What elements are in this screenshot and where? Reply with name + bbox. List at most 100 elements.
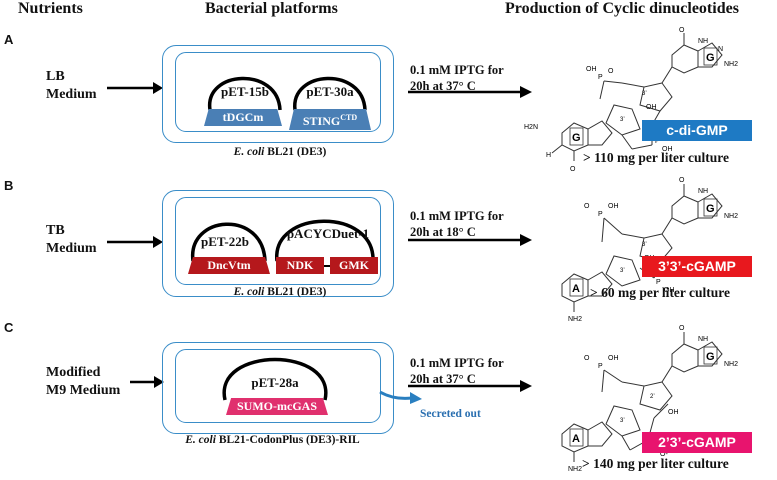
platform-box-inner-c [175, 349, 381, 423]
svg-text:H2N: H2N [524, 124, 538, 131]
gene-ndk: NDK [276, 257, 324, 274]
secreted-out-label: Secreted out [420, 408, 481, 420]
svg-text:2’: 2’ [650, 394, 655, 400]
medium-a-line2: Medium [46, 87, 97, 102]
medium-b-line2: Medium [46, 241, 97, 256]
plasmid-pacycduet-1: pACYCDuet-1 [286, 226, 370, 241]
gene-sumo-mcgas: SUMO-mcGAS [226, 398, 328, 415]
header-nutrients: Nutrients [18, 0, 83, 17]
condition-c: 0.1 mM IPTG for 20h at 37° C [410, 355, 504, 387]
svg-text:OH: OH [608, 355, 619, 362]
condition-b-line1: 0.1 mM IPTG for [410, 209, 504, 223]
svg-text:NH2: NH2 [724, 361, 738, 368]
plasmid-ring-c [222, 357, 328, 401]
svg-text:NH2: NH2 [568, 316, 582, 322]
svg-text:P: P [655, 138, 660, 145]
platform-box-inner-a [175, 52, 381, 132]
svg-text:NH2: NH2 [568, 466, 582, 472]
svg-text:O: O [679, 27, 685, 34]
molecule-c-di-gmp: G G O NH2 N NH P OH O OH P O OH 3’ 3’ H2… [524, 27, 738, 173]
molecule-23-cgamp: G A O NH2 NH P O OH OH P O O- 3’ 2’ NH2 [561, 325, 738, 472]
svg-text:NH: NH [698, 38, 708, 45]
condition-b: 0.1 mM IPTG for 20h at 18° C [410, 208, 504, 240]
base-label-top-c: G [706, 351, 715, 363]
svg-text:OH: OH [662, 146, 673, 153]
svg-text:OH: OH [608, 203, 619, 210]
svg-text:O: O [608, 68, 614, 75]
yield-b: > 60 mg per liter culture [590, 285, 731, 300]
svg-text:O: O [584, 355, 590, 362]
medium-c-line1: Modified [46, 365, 101, 380]
product-badge-a: c-di-GMP [642, 120, 752, 141]
panel-letter-c: C [4, 320, 14, 335]
svg-text:NH: NH [698, 188, 708, 195]
gene-linker-b [324, 265, 330, 267]
svg-text:O: O [679, 325, 685, 332]
gene-tdgcm: tDGCm [204, 109, 282, 126]
svg-text:3’: 3’ [642, 91, 647, 97]
svg-text:3’: 3’ [620, 117, 625, 123]
platform-box-outer-b [162, 190, 394, 297]
svg-text:P: P [598, 211, 603, 218]
arrow-to-product-b [408, 234, 532, 246]
svg-text:NH2: NH2 [724, 61, 738, 68]
svg-text:3’: 3’ [620, 268, 625, 274]
medium-b: TB Medium [46, 222, 97, 258]
strain-a: E. coli BL21 (DE3) [233, 146, 327, 158]
medium-c: Modified M9 Medium [46, 364, 120, 400]
medium-a-line1: LB [46, 69, 65, 84]
base-label-top-b: G [706, 203, 715, 215]
strain-c: E. coli BL21-CodonPlus (DE3)-RIL [185, 434, 360, 446]
svg-text:3’: 3’ [620, 418, 625, 424]
gene-sting-ctd: STINGCTD [289, 109, 371, 130]
base-label-top-a: G [706, 52, 715, 64]
arrow-medium-to-platform-b [107, 236, 163, 248]
strain-b: E. coli BL21 (DE3) [233, 286, 327, 298]
plasmid-pet-28a: pET-28a [251, 375, 299, 390]
svg-text:O: O [570, 166, 576, 173]
yield-a: > 110 mg per liter culture [583, 150, 730, 165]
condition-b-line2: 20h at 18° C [410, 225, 476, 239]
gene-gmk: GMK [330, 257, 378, 274]
arrow-to-product-c [408, 380, 532, 392]
plasmid-rings-a [208, 76, 367, 111]
svg-text:NH: NH [698, 336, 708, 343]
header-bacterial-platforms: Bacterial platforms [205, 0, 338, 17]
platform-box-outer-c [162, 342, 394, 434]
medium-a: LB Medium [46, 68, 97, 104]
arrow-medium-to-platform-a [107, 82, 163, 94]
platform-box-inner-b [175, 197, 381, 285]
svg-text:OH: OH [646, 104, 657, 111]
header-production: Production of Cyclic dinucleotides [505, 0, 739, 17]
svg-text:P: P [656, 279, 661, 286]
svg-text:3’: 3’ [642, 242, 647, 248]
platform-box-outer-a [162, 45, 394, 143]
svg-text:OH: OH [664, 287, 675, 294]
svg-text:H: H [546, 152, 551, 159]
condition-c-line1: 0.1 mM IPTG for [410, 356, 504, 370]
secreted-arrow [379, 390, 422, 404]
svg-text:NH2: NH2 [724, 213, 738, 220]
svg-text:O: O [584, 203, 590, 210]
product-badge-b: 3’3’-cGAMP [642, 256, 752, 277]
plasmid-pet-22b: pET-22b [201, 234, 249, 249]
svg-text:P: P [598, 74, 603, 81]
arrow-to-product-a [408, 86, 532, 98]
base-label-bottom-b: A [572, 283, 580, 295]
svg-text:O: O [679, 177, 685, 184]
svg-text:OH: OH [668, 409, 679, 416]
product-badge-c: 2’3’-cGAMP [642, 432, 752, 453]
medium-b-line1: TB [46, 223, 65, 238]
plasmid-pet-30a: pET-30a [306, 84, 354, 99]
base-label-bottom-c: A [572, 433, 580, 445]
base-label-bottom-a: G [572, 132, 581, 144]
plasmid-rings-b [191, 219, 375, 262]
gene-dncvtm: DncVtm [188, 257, 270, 274]
svg-text:P: P [598, 363, 603, 370]
plasmid-pet-15b: pET-15b [221, 84, 269, 99]
panel-letter-b: B [4, 178, 14, 193]
svg-text:O-: O- [660, 451, 668, 458]
yield-c: > 140 mg per liter culture [582, 456, 729, 471]
medium-c-line2: M9 Medium [46, 383, 121, 398]
svg-text:OH: OH [586, 66, 597, 73]
